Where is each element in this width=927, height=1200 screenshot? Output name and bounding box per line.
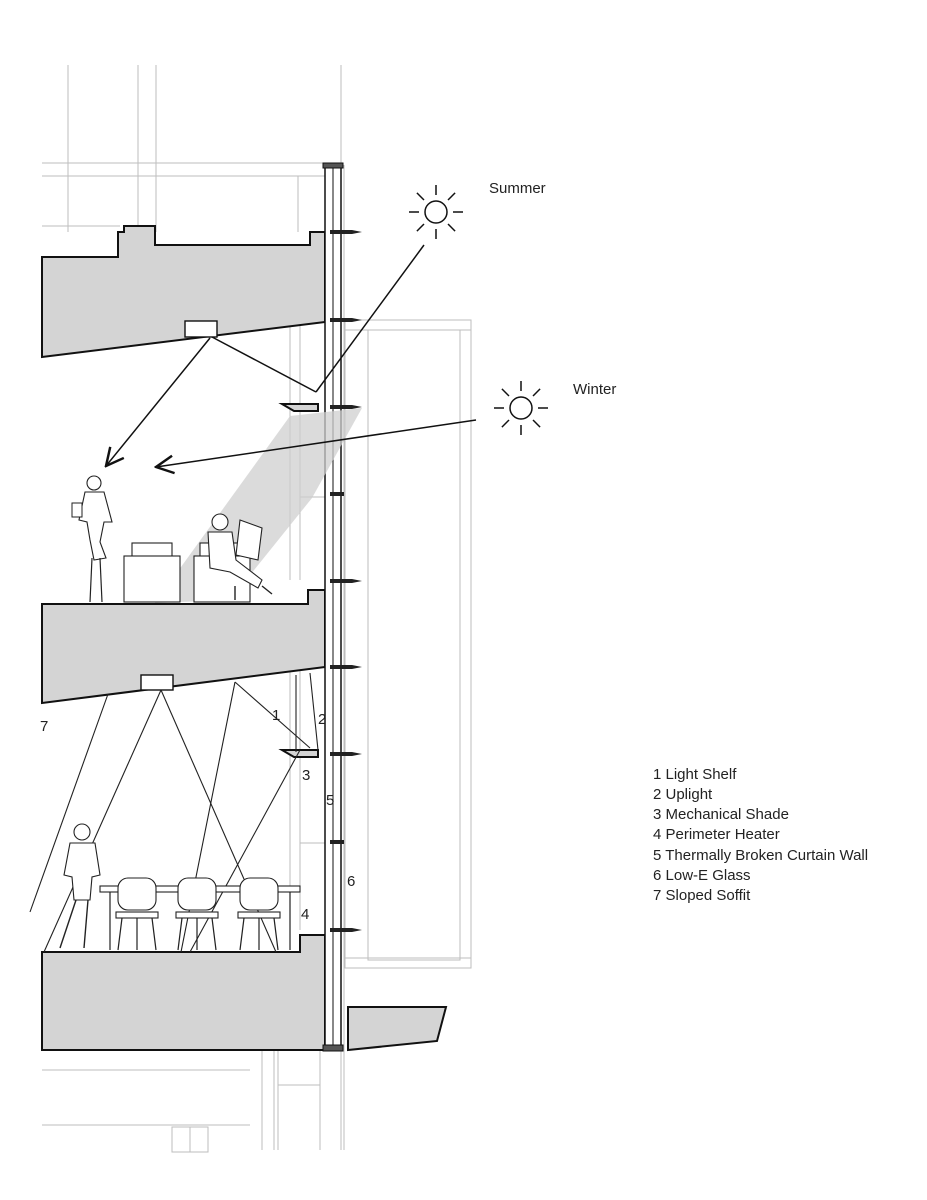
callout-2: 2 — [318, 711, 326, 728]
sun-ray — [447, 223, 456, 232]
light-shelves — [278, 403, 319, 758]
chair-icon — [115, 877, 159, 951]
legend-item: 2 Uplight — [653, 786, 713, 803]
light-rays — [29, 244, 477, 953]
middle-slab — [41, 589, 326, 705]
curtain-wall — [322, 162, 362, 1052]
mullion-fin — [330, 752, 362, 756]
chair-icon — [237, 877, 281, 951]
chair-icon — [123, 542, 181, 603]
callout-4: 4 — [301, 906, 309, 923]
person-icon — [207, 513, 273, 600]
mullion-fin — [330, 405, 362, 409]
callout-6: 6 — [347, 873, 355, 890]
legend: 1 Light Shelf 2 Uplight 3 Mechanical Sha… — [653, 766, 868, 904]
mullion-clip — [330, 492, 344, 496]
sun-ray — [447, 192, 456, 201]
summer-sun-icon — [409, 185, 463, 239]
sun-ray — [501, 388, 510, 397]
winter-label: Winter — [573, 381, 616, 398]
callout-5: 5 — [326, 792, 334, 809]
upper-slab — [41, 225, 326, 359]
mullion-fin — [330, 230, 362, 234]
callout-1: 1 — [272, 707, 280, 724]
person-icon — [71, 475, 113, 603]
sun-ray — [501, 419, 510, 428]
exterior-canopy — [347, 1006, 448, 1052]
callout-numbers: 1 2 3 4 5 6 7 — [40, 707, 355, 923]
winter-sun-icon — [494, 381, 548, 435]
person-icon — [59, 823, 101, 949]
summer-label: Summer — [489, 180, 546, 197]
callout-3: 3 — [302, 767, 310, 784]
sun-ray — [532, 419, 541, 428]
legend-item: 4 Perimeter Heater — [653, 826, 780, 843]
legend-item: 6 Low-E Glass — [653, 867, 751, 884]
sun-ray — [416, 192, 425, 201]
mullion-fin — [330, 318, 362, 322]
chair-row — [115, 877, 281, 951]
mullion-clip — [330, 840, 344, 844]
mullion-fin — [330, 928, 362, 932]
legend-item: 3 Mechanical Shade — [653, 806, 789, 823]
callout-7: 7 — [40, 718, 48, 735]
mullion-fin — [330, 579, 362, 583]
legend-item: 1 Light Shelf — [653, 766, 737, 783]
structure-outline — [42, 65, 472, 1153]
sun-ray — [416, 223, 425, 232]
mullion-fins — [330, 230, 362, 932]
uplights — [140, 320, 218, 691]
upper-floor-people — [71, 475, 273, 603]
chair-icon — [175, 877, 219, 951]
lower-floor-people — [59, 823, 301, 951]
floor-slabs — [41, 225, 448, 1052]
legend-item: 5 Thermally Broken Curtain Wall — [653, 847, 868, 864]
sun-ray — [532, 388, 541, 397]
legend-item: 7 Sloped Soffit — [653, 887, 751, 904]
mullion-fin — [330, 665, 362, 669]
lower-slab — [41, 934, 326, 1051]
